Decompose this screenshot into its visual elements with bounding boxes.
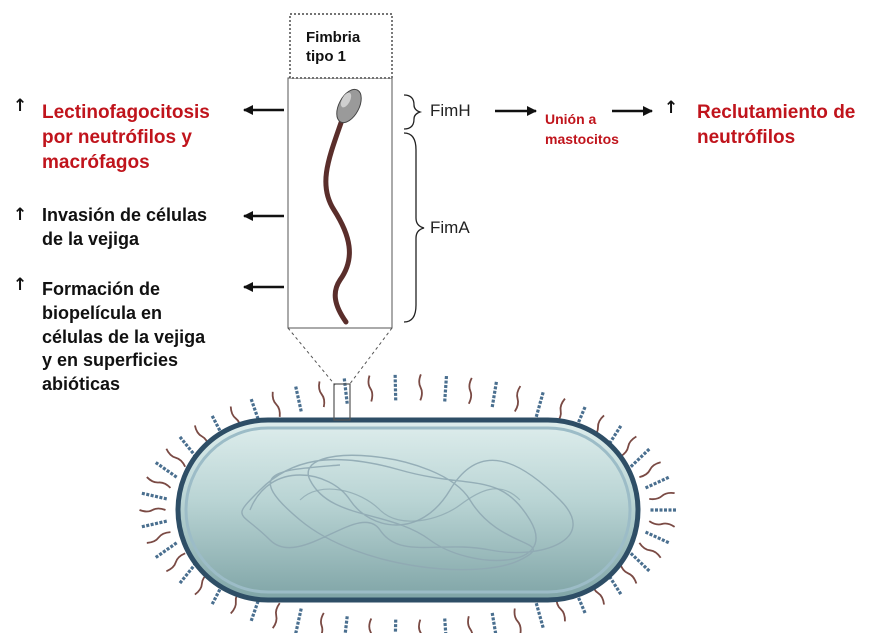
- effect-2-line-1: Invasión de células: [42, 204, 207, 228]
- up-arrow-icon: ↑: [13, 275, 27, 295]
- fimh-brace: [404, 95, 420, 129]
- effect-bladder-invasion: Invasión de células de la vejiga: [42, 204, 207, 252]
- header-box-text: Fimbria tipo 1: [306, 28, 360, 66]
- effect-3-line-4: y en superficies: [42, 349, 205, 373]
- effect-lectinophagocytosis: Lectinofagocitosis por neutrófilos y mac…: [42, 100, 210, 175]
- up-arrow-icon: ↑: [664, 98, 678, 118]
- effect-2-line-2: de la vejiga: [42, 228, 207, 252]
- fima-brace: [404, 133, 424, 322]
- zoom-guide-left: [288, 328, 335, 385]
- label-fima: FimA: [430, 218, 470, 238]
- up-arrow-icon: ↑: [13, 205, 27, 225]
- effect-1-line-3: macrófagos: [42, 150, 210, 175]
- bacterial-cell: [178, 420, 638, 600]
- effect-3-line-1: Formación de: [42, 278, 205, 302]
- up-arrow-icon: ↑: [13, 96, 27, 116]
- effect-1-line-2: por neutrófilos y: [42, 125, 210, 150]
- result-line-1: Reclutamiento de: [697, 100, 855, 125]
- effect-biofilm-formation: Formación de biopelícula en células de l…: [42, 278, 205, 397]
- effect-1-line-1: Lectinofagocitosis: [42, 100, 210, 125]
- mast-cell-binding: Unión a mastocitos: [545, 109, 619, 149]
- result-line-2: neutrófilos: [697, 125, 855, 150]
- effect-3-line-3: células de la vejiga: [42, 326, 205, 350]
- mediator-line-2: mastocitos: [545, 129, 619, 149]
- effect-3-line-2: biopelícula en: [42, 302, 205, 326]
- effect-3-line-5: abióticas: [42, 373, 205, 397]
- header-line-1: Fimbria: [306, 28, 360, 47]
- zoom-guide-right: [349, 328, 392, 385]
- mediator-line-1: Unión a: [545, 109, 619, 129]
- header-line-2: tipo 1: [306, 47, 360, 66]
- label-fimh: FimH: [430, 101, 471, 121]
- neutrophil-recruitment: Reclutamiento de neutrófilos: [697, 100, 855, 150]
